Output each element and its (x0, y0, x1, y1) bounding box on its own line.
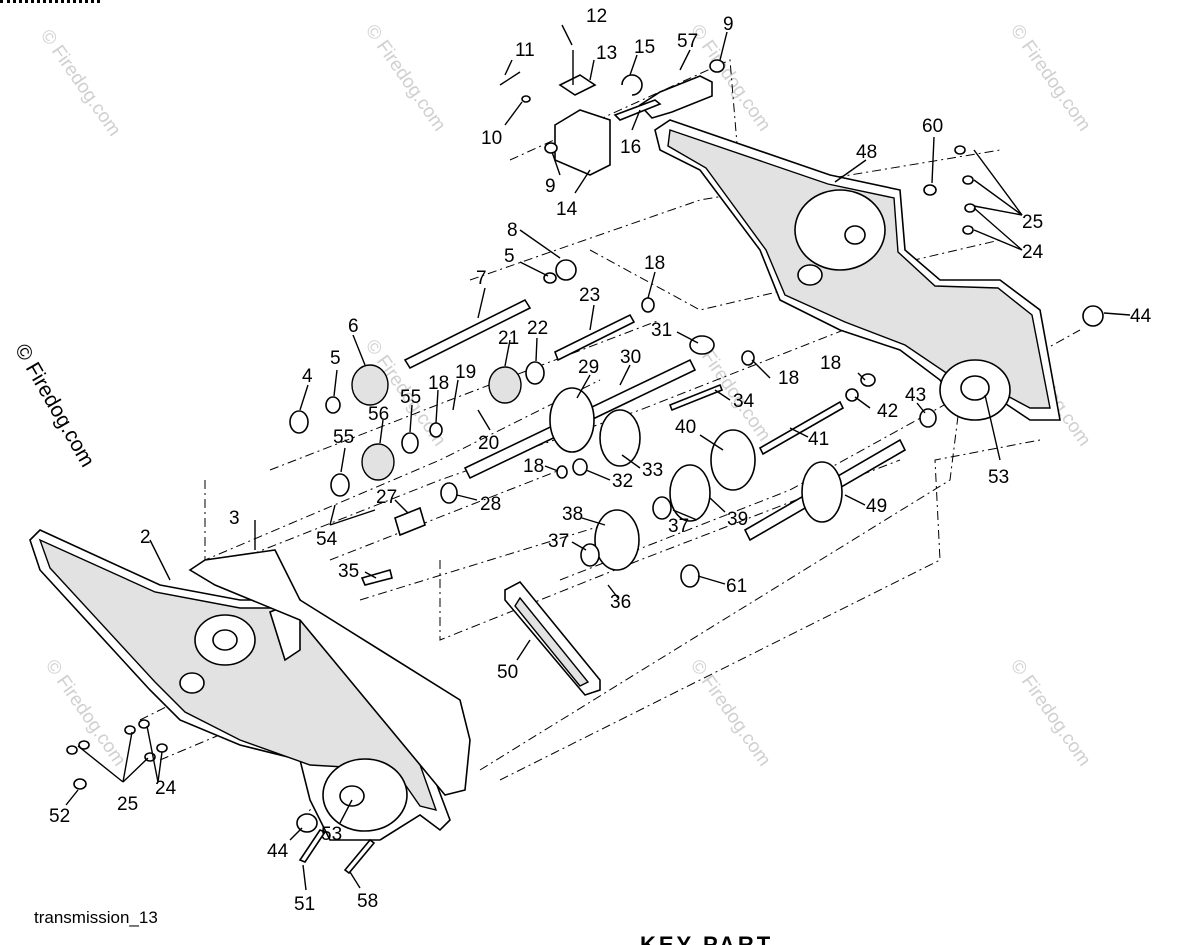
label-part-50: 50 (497, 662, 518, 683)
top-edge-mark (0, 0, 100, 9)
label-part-11: 11 (515, 40, 535, 61)
label-part-7: 7 (476, 268, 487, 289)
label-part-22: 22 (527, 318, 548, 339)
label-part-51: 51 (294, 894, 315, 915)
label-part-25: 25 (117, 794, 138, 815)
label-part-8: 8 (507, 220, 518, 241)
label-part-16: 16 (620, 137, 641, 158)
label-part-18: 18 (523, 456, 544, 477)
label-part-6: 6 (348, 316, 359, 337)
label-part-5: 5 (330, 348, 341, 369)
label-part-12: 12 (586, 6, 607, 27)
gasket-part-3 (188, 549, 471, 796)
label-part-13: 13 (596, 43, 617, 64)
label-part-44: 44 (267, 841, 289, 862)
label-part-42: 42 (877, 401, 898, 422)
part-labels: 2 3 4 5 5 6 7 8 9 9 10 11 12 13 14 15 16… (49, 6, 1152, 915)
label-part-30: 30 (620, 347, 641, 368)
label-part-35: 35 (338, 561, 359, 582)
label-part-19: 19 (455, 362, 476, 383)
label-part-56: 56 (368, 404, 389, 425)
label-part-40: 40 (675, 417, 696, 438)
label-part-60: 60 (922, 116, 943, 137)
label-part-34: 34 (733, 391, 755, 412)
label-part-18: 18 (428, 373, 449, 394)
detent-assembly (499, 50, 725, 176)
label-part-57: 57 (677, 31, 698, 52)
label-part-24: 24 (1022, 242, 1044, 263)
label-part-44: 44 (1130, 306, 1152, 327)
label-part-49: 49 (866, 496, 887, 517)
label-part-21: 21 (498, 328, 519, 349)
label-part-41: 41 (808, 429, 829, 450)
label-part-27: 27 (376, 487, 397, 508)
label-part-24: 24 (155, 778, 177, 799)
bearings (66, 145, 1104, 833)
label-part-18: 18 (778, 368, 799, 389)
label-part-43: 43 (905, 385, 926, 406)
label-part-36: 36 (610, 592, 631, 613)
label-part-25: 25 (1022, 212, 1043, 233)
svg-text:© Firedog.com: © Firedog.com (1006, 656, 1095, 770)
label-part-38: 38 (562, 504, 583, 525)
label-part-53: 53 (988, 467, 1009, 488)
label-part-31: 31 (651, 320, 672, 341)
svg-text:© Firedog.com: © Firedog.com (1006, 21, 1095, 135)
label-part-29: 29 (578, 357, 599, 378)
label-part-3: 3 (229, 508, 240, 529)
label-part-18: 18 (644, 253, 665, 274)
gears (351, 364, 843, 571)
label-part-53: 53 (321, 824, 342, 845)
svg-text:© Firedog.com: © Firedog.com (686, 656, 775, 770)
left-housing-part-2 (29, 529, 451, 841)
label-part-9: 9 (723, 14, 734, 35)
label-part-18: 18 (820, 353, 841, 374)
svg-text:© Firedog.com: © Firedog.com (41, 656, 130, 770)
label-part-52: 52 (49, 806, 70, 827)
label-part-48: 48 (856, 142, 877, 163)
label-part-55: 55 (333, 427, 354, 448)
label-part-37: 37 (668, 516, 689, 537)
label-part-15: 15 (634, 37, 655, 58)
label-part-5: 5 (504, 246, 515, 267)
label-part-39: 39 (727, 509, 748, 530)
label-part-9: 9 (545, 176, 556, 197)
label-part-14: 14 (556, 199, 578, 220)
label-part-28: 28 (480, 494, 501, 515)
label-part-55: 55 (400, 387, 421, 408)
label-part-20: 20 (478, 433, 499, 454)
svg-text:© Firedog.com: © Firedog.com (36, 26, 125, 140)
label-part-33: 33 (642, 460, 663, 481)
label-part-54: 54 (316, 529, 338, 550)
label-part-2: 2 (140, 527, 151, 548)
label-part-37: 37 (548, 531, 569, 552)
svg-text:© Firedog.com: © Firedog.com (361, 21, 450, 135)
label-part-58: 58 (357, 891, 378, 912)
diagram-caption: transmission_13 (34, 908, 158, 927)
label-part-23: 23 (579, 285, 600, 306)
leader-lines (65, 24, 1131, 891)
right-housing-part-48 (654, 119, 1061, 421)
label-part-10: 10 (481, 128, 502, 149)
label-part-4: 4 (302, 366, 313, 387)
label-part-32: 32 (612, 471, 633, 492)
key-part-header: KEY PART (640, 934, 773, 945)
chain-and-bolts (298, 569, 601, 875)
label-part-61: 61 (726, 576, 747, 597)
